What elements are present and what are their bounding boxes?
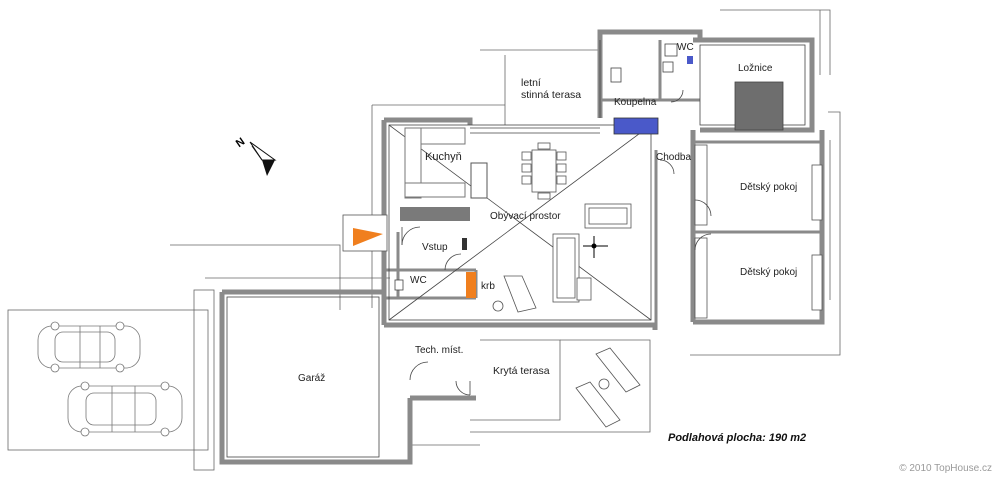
label-tech-mistnost: Tech. míst. (415, 345, 464, 356)
compass-label: N (234, 136, 247, 150)
parking-area (7, 309, 209, 451)
label-kryta-terasa: Krytá terasa (493, 365, 550, 377)
dining-table (521, 142, 567, 200)
door-swings (401, 89, 712, 396)
label-chodba: Chodba (656, 152, 692, 163)
bathtub (613, 117, 659, 135)
entrance-marker (353, 228, 383, 246)
label-detsky-pokoj-2: Dětský pokoj (740, 267, 798, 278)
label-vstup: Vstup (422, 242, 448, 253)
compass-icon (249, 141, 277, 176)
label-detsky-pokoj-1: Dětský pokoj (740, 182, 798, 193)
inner-lines (226, 40, 806, 458)
label-garaz: Garáž (298, 373, 326, 384)
cars (37, 321, 183, 437)
site-outlines (7, 9, 841, 471)
label-wc-top: WC (677, 42, 694, 53)
sofa-set (552, 203, 632, 303)
label-wc-entry: WC (410, 275, 427, 286)
lounge-chairs (492, 275, 641, 428)
label-kuchyn: Kuchyň (425, 151, 462, 163)
label-koupelna: Koupelna (614, 97, 657, 108)
label-letni-terasa-2: stinná terasa (521, 89, 582, 101)
floor-area-label: Podlahová plocha: 190 m2 (668, 432, 807, 444)
fireplace (466, 272, 476, 298)
label-loznice: Ložnice (738, 63, 773, 74)
bed (734, 81, 784, 131)
wardrobes (694, 144, 823, 319)
kitchen-counter (400, 127, 488, 221)
axis-marker (583, 236, 608, 258)
label-letni-terasa-1: letní (521, 77, 541, 89)
bathroom-fixtures (394, 43, 693, 291)
label-krb: krb (481, 281, 495, 292)
label-obyvaci-prostor: Obývací prostor (490, 211, 561, 222)
copyright: © 2010 TopHouse.cz (899, 463, 992, 474)
